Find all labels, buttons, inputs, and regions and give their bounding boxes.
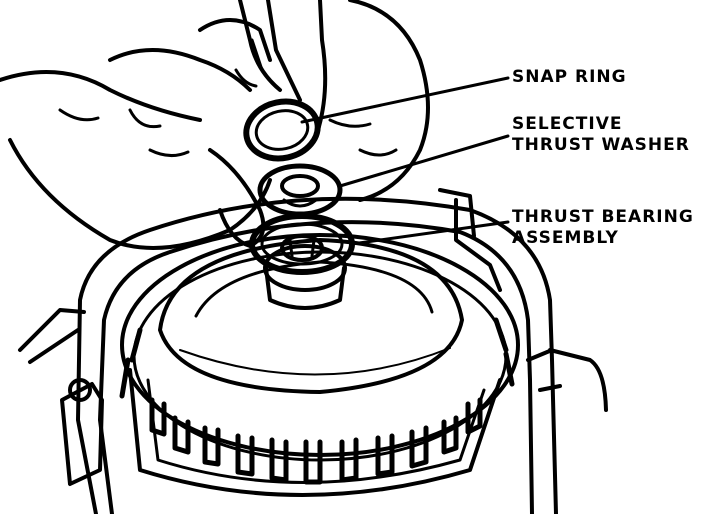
label-selective-thrust-washer-line-2: THRUST WASHER xyxy=(512,135,690,155)
hand xyxy=(0,0,430,250)
center-hub xyxy=(263,244,347,310)
label-thrust-bearing-assembly-line-2: ASSEMBLY xyxy=(512,228,619,248)
leader-snap-ring xyxy=(300,76,510,124)
label-thrust-bearing-assembly: THRUST BEARING ASSEMBLY xyxy=(512,207,694,249)
snap-ring xyxy=(243,98,321,162)
label-snap-ring: SNAP RING xyxy=(512,67,627,88)
outer-housing xyxy=(18,188,608,514)
thrust-bearing xyxy=(249,213,355,275)
label-selective-thrust-washer: SELECTIVE THRUST WASHER xyxy=(512,114,690,156)
drum-splines xyxy=(119,317,515,485)
leader-thrust-bearing xyxy=(350,220,510,246)
label-thrust-bearing-assembly-line-1: THRUST BEARING xyxy=(512,207,694,227)
leader-selective-washer xyxy=(338,134,510,188)
label-snap-ring-line-1: SNAP RING xyxy=(512,67,627,87)
selective-washer xyxy=(257,163,343,217)
label-selective-thrust-washer-line-1: SELECTIVE xyxy=(512,114,623,134)
leader-lines xyxy=(300,76,510,246)
